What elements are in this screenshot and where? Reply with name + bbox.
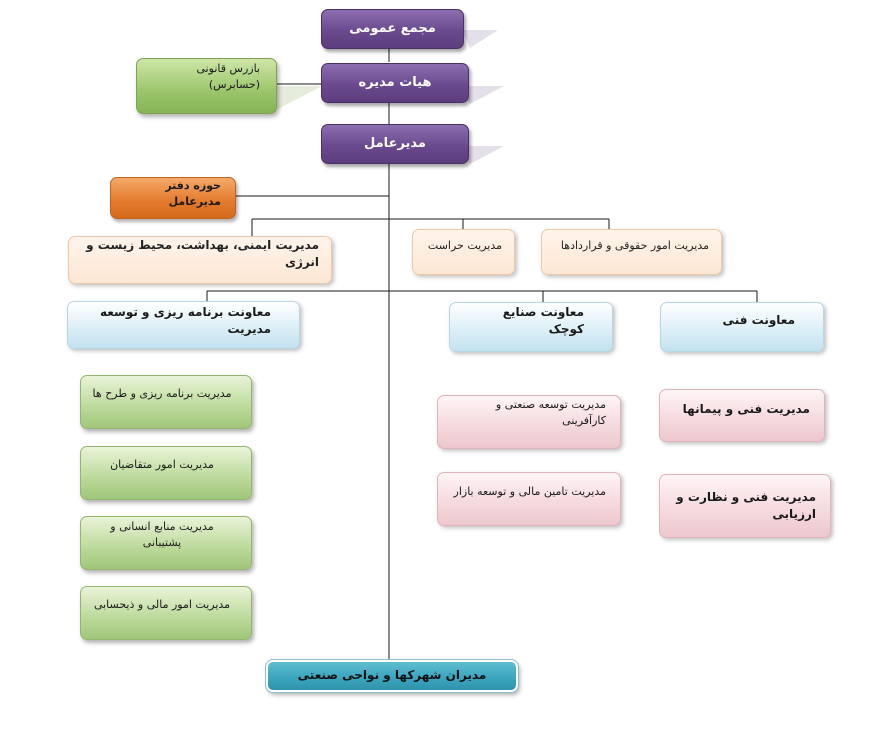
ceo-office-label: حوزه دفتر مدیرعامل bbox=[165, 179, 221, 208]
legal-inspector-box: بازرس قانونی (حسابرس) bbox=[136, 58, 277, 114]
industrial-development-box: مدیریت توسعه صنعتی و کارآفرینی bbox=[437, 395, 621, 449]
hr-support-box: مدیریت منابع انسانی و پشتیبانی bbox=[80, 516, 252, 570]
technical-contracts-box: مدیریت فنی و پیمانها bbox=[659, 389, 825, 442]
safety-health-environment-label: مدیریت ایمنی، بهداشت، محیط زیست و انرژی bbox=[86, 237, 319, 269]
ceo-box: مدیرعامل bbox=[321, 124, 469, 164]
general-assembly-box: مجمع عمومی bbox=[321, 9, 464, 49]
financing-market-box: مدیریت تامین مالی و توسعه بازار bbox=[437, 472, 621, 526]
security-label: مدیریت حراست bbox=[427, 239, 502, 253]
reflection-board bbox=[462, 86, 504, 104]
technical-supervision-box: مدیریت فنی و نظارت و ارزیابی bbox=[659, 474, 831, 538]
planning-design-label: مدیریت برنامه ریزی و طرح ها bbox=[92, 387, 232, 401]
applicants-affairs-box: مدیریت امور متقاضیان bbox=[80, 446, 252, 500]
legal-contracts-box: مدیریت امور حقوقی و قراردادها bbox=[541, 229, 722, 275]
technical-contracts-label: مدیریت فنی و پیمانها bbox=[682, 401, 810, 416]
industrial-development-label: مدیریت توسعه صنعتی و کارآفرینی bbox=[495, 398, 606, 427]
general-assembly-label: مجمع عمومی bbox=[349, 20, 436, 36]
ceo-office-box: حوزه دفتر مدیرعامل bbox=[110, 177, 236, 219]
safety-health-environment-box: مدیریت ایمنی، بهداشت، محیط زیست و انرژی bbox=[68, 236, 332, 284]
reflection-ceo bbox=[462, 146, 504, 164]
industrial-estates-managers-label: مدیران شهرکها و نواحی صنعتی bbox=[297, 668, 487, 683]
applicants-affairs-label: مدیریت امور متقاضیان bbox=[110, 458, 214, 472]
finance-budget-box: مدیریت امور مالی و ذیحسابی bbox=[80, 586, 252, 640]
small-industries-deputy-box: معاونت صنایع کوچک bbox=[449, 302, 613, 352]
planning-deputy-box: معاونت برنامه ریزی و توسعه مدیریت bbox=[67, 301, 300, 349]
industrial-estates-managers-box: مدیران شهرکها و نواحی صنعتی bbox=[265, 659, 519, 693]
legal-inspector-label: بازرس قانونی (حسابرس) bbox=[196, 62, 260, 91]
reflection-inspector bbox=[276, 86, 322, 110]
ceo-label: مدیرعامل bbox=[364, 135, 426, 151]
board-of-directors-label: هیات مدیره bbox=[358, 74, 432, 90]
security-box: مدیریت حراست bbox=[412, 229, 515, 275]
legal-contracts-label: مدیریت امور حقوقی و قراردادها bbox=[560, 239, 709, 253]
technical-deputy-box: معاونت فنی bbox=[660, 302, 824, 352]
board-of-directors-box: هیات مدیره bbox=[321, 63, 469, 103]
technical-deputy-label: معاونت فنی bbox=[722, 313, 795, 328]
finance-budget-label: مدیریت امور مالی و ذیحسابی bbox=[93, 598, 231, 612]
hr-support-label: مدیریت منابع انسانی و پشتیبانی bbox=[110, 520, 214, 549]
technical-supervision-label: مدیریت فنی و نظارت و ارزیابی bbox=[676, 489, 816, 521]
planning-deputy-label: معاونت برنامه ریزی و توسعه مدیریت bbox=[100, 304, 271, 336]
small-industries-deputy-label: معاونت صنایع کوچک bbox=[502, 304, 584, 336]
planning-design-box: مدیریت برنامه ریزی و طرح ها bbox=[80, 375, 252, 429]
financing-market-label: مدیریت تامین مالی و توسعه بازار bbox=[453, 485, 606, 499]
reflection-general-assembly bbox=[462, 30, 498, 48]
